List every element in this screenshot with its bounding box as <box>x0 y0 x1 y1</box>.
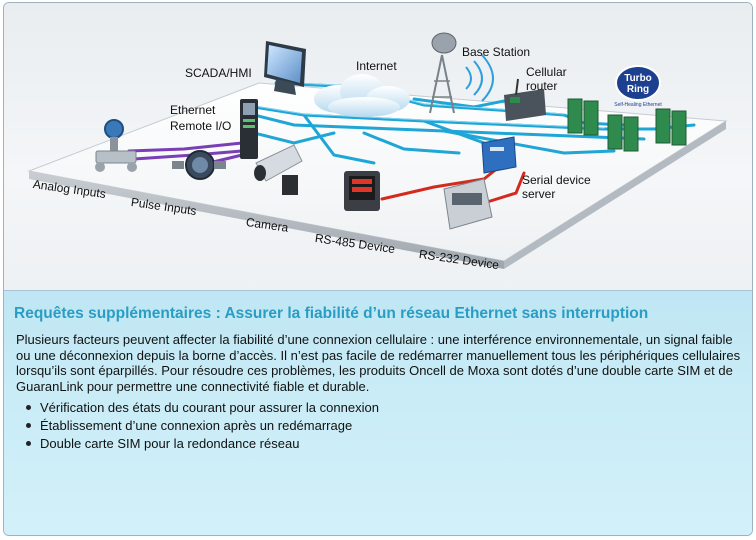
diagram-illustration: Turbo Ring Self-Healing Ethernet <box>27 32 728 269</box>
list-item-text: Vérification des états du courant pour a… <box>40 400 379 415</box>
base-station-icon <box>429 32 494 114</box>
network-diagram: Turbo Ring Self-Healing Ethernet SCADA/H… <box>4 3 752 291</box>
list-item-text: Double carte SIM pour la redondance rése… <box>40 436 300 451</box>
bullet-icon <box>26 405 31 410</box>
label-base-station: Base Station <box>462 45 531 59</box>
list-item: Établissement d’une connexion après un r… <box>26 417 379 435</box>
panel-title: Requêtes supplémentaires : Assurer la fi… <box>14 305 649 322</box>
rs232-device-icon <box>443 178 493 230</box>
bullet-icon <box>26 441 31 446</box>
label-cellular-router-2: router <box>526 79 558 93</box>
pressure-transmitter-icon <box>95 119 137 172</box>
list-item: Double carte SIM pour la redondance rése… <box>26 435 379 453</box>
flow-meter-icon <box>172 150 226 180</box>
internet-cloud <box>314 74 410 117</box>
turbo-ring-logo: Turbo Ring Self-Healing Ethernet <box>614 65 662 108</box>
camera-icon <box>254 144 303 195</box>
info-panel: Requêtes supplémentaires : Assurer la fi… <box>4 291 752 535</box>
logo-line2: Ring <box>627 84 649 95</box>
label-serial-server-2: server <box>522 187 556 201</box>
bullet-icon <box>26 423 31 428</box>
label-serial-server-1: Serial device <box>522 173 591 187</box>
logo-tagline: Self-Healing Ethernet <box>614 102 662 108</box>
content-frame: Turbo Ring Self-Healing Ethernet SCADA/H… <box>3 2 753 536</box>
list-item-text: Établissement d’une connexion après un r… <box>40 418 353 433</box>
ethernet-switches <box>567 98 687 152</box>
label-remote-io-2: Remote I/O <box>170 119 232 133</box>
logo-line1: Turbo <box>624 73 652 84</box>
rs485-meter-icon <box>344 171 380 211</box>
cellular-router-icon <box>504 78 546 121</box>
label-scada: SCADA/HMI <box>185 66 252 80</box>
label-remote-io-1: Ethernet <box>170 103 216 117</box>
scada-monitor-icon <box>264 41 306 95</box>
panel-paragraph: Plusieurs facteurs peuvent affecter la f… <box>16 332 741 394</box>
remote-io-icon <box>240 99 258 159</box>
label-internet: Internet <box>356 59 397 73</box>
label-cellular-router-1: Cellular <box>526 65 567 79</box>
feature-list: Vérification des états du courant pour a… <box>26 399 379 453</box>
serial-server-icon <box>481 136 517 174</box>
list-item: Vérification des états du courant pour a… <box>26 399 379 417</box>
